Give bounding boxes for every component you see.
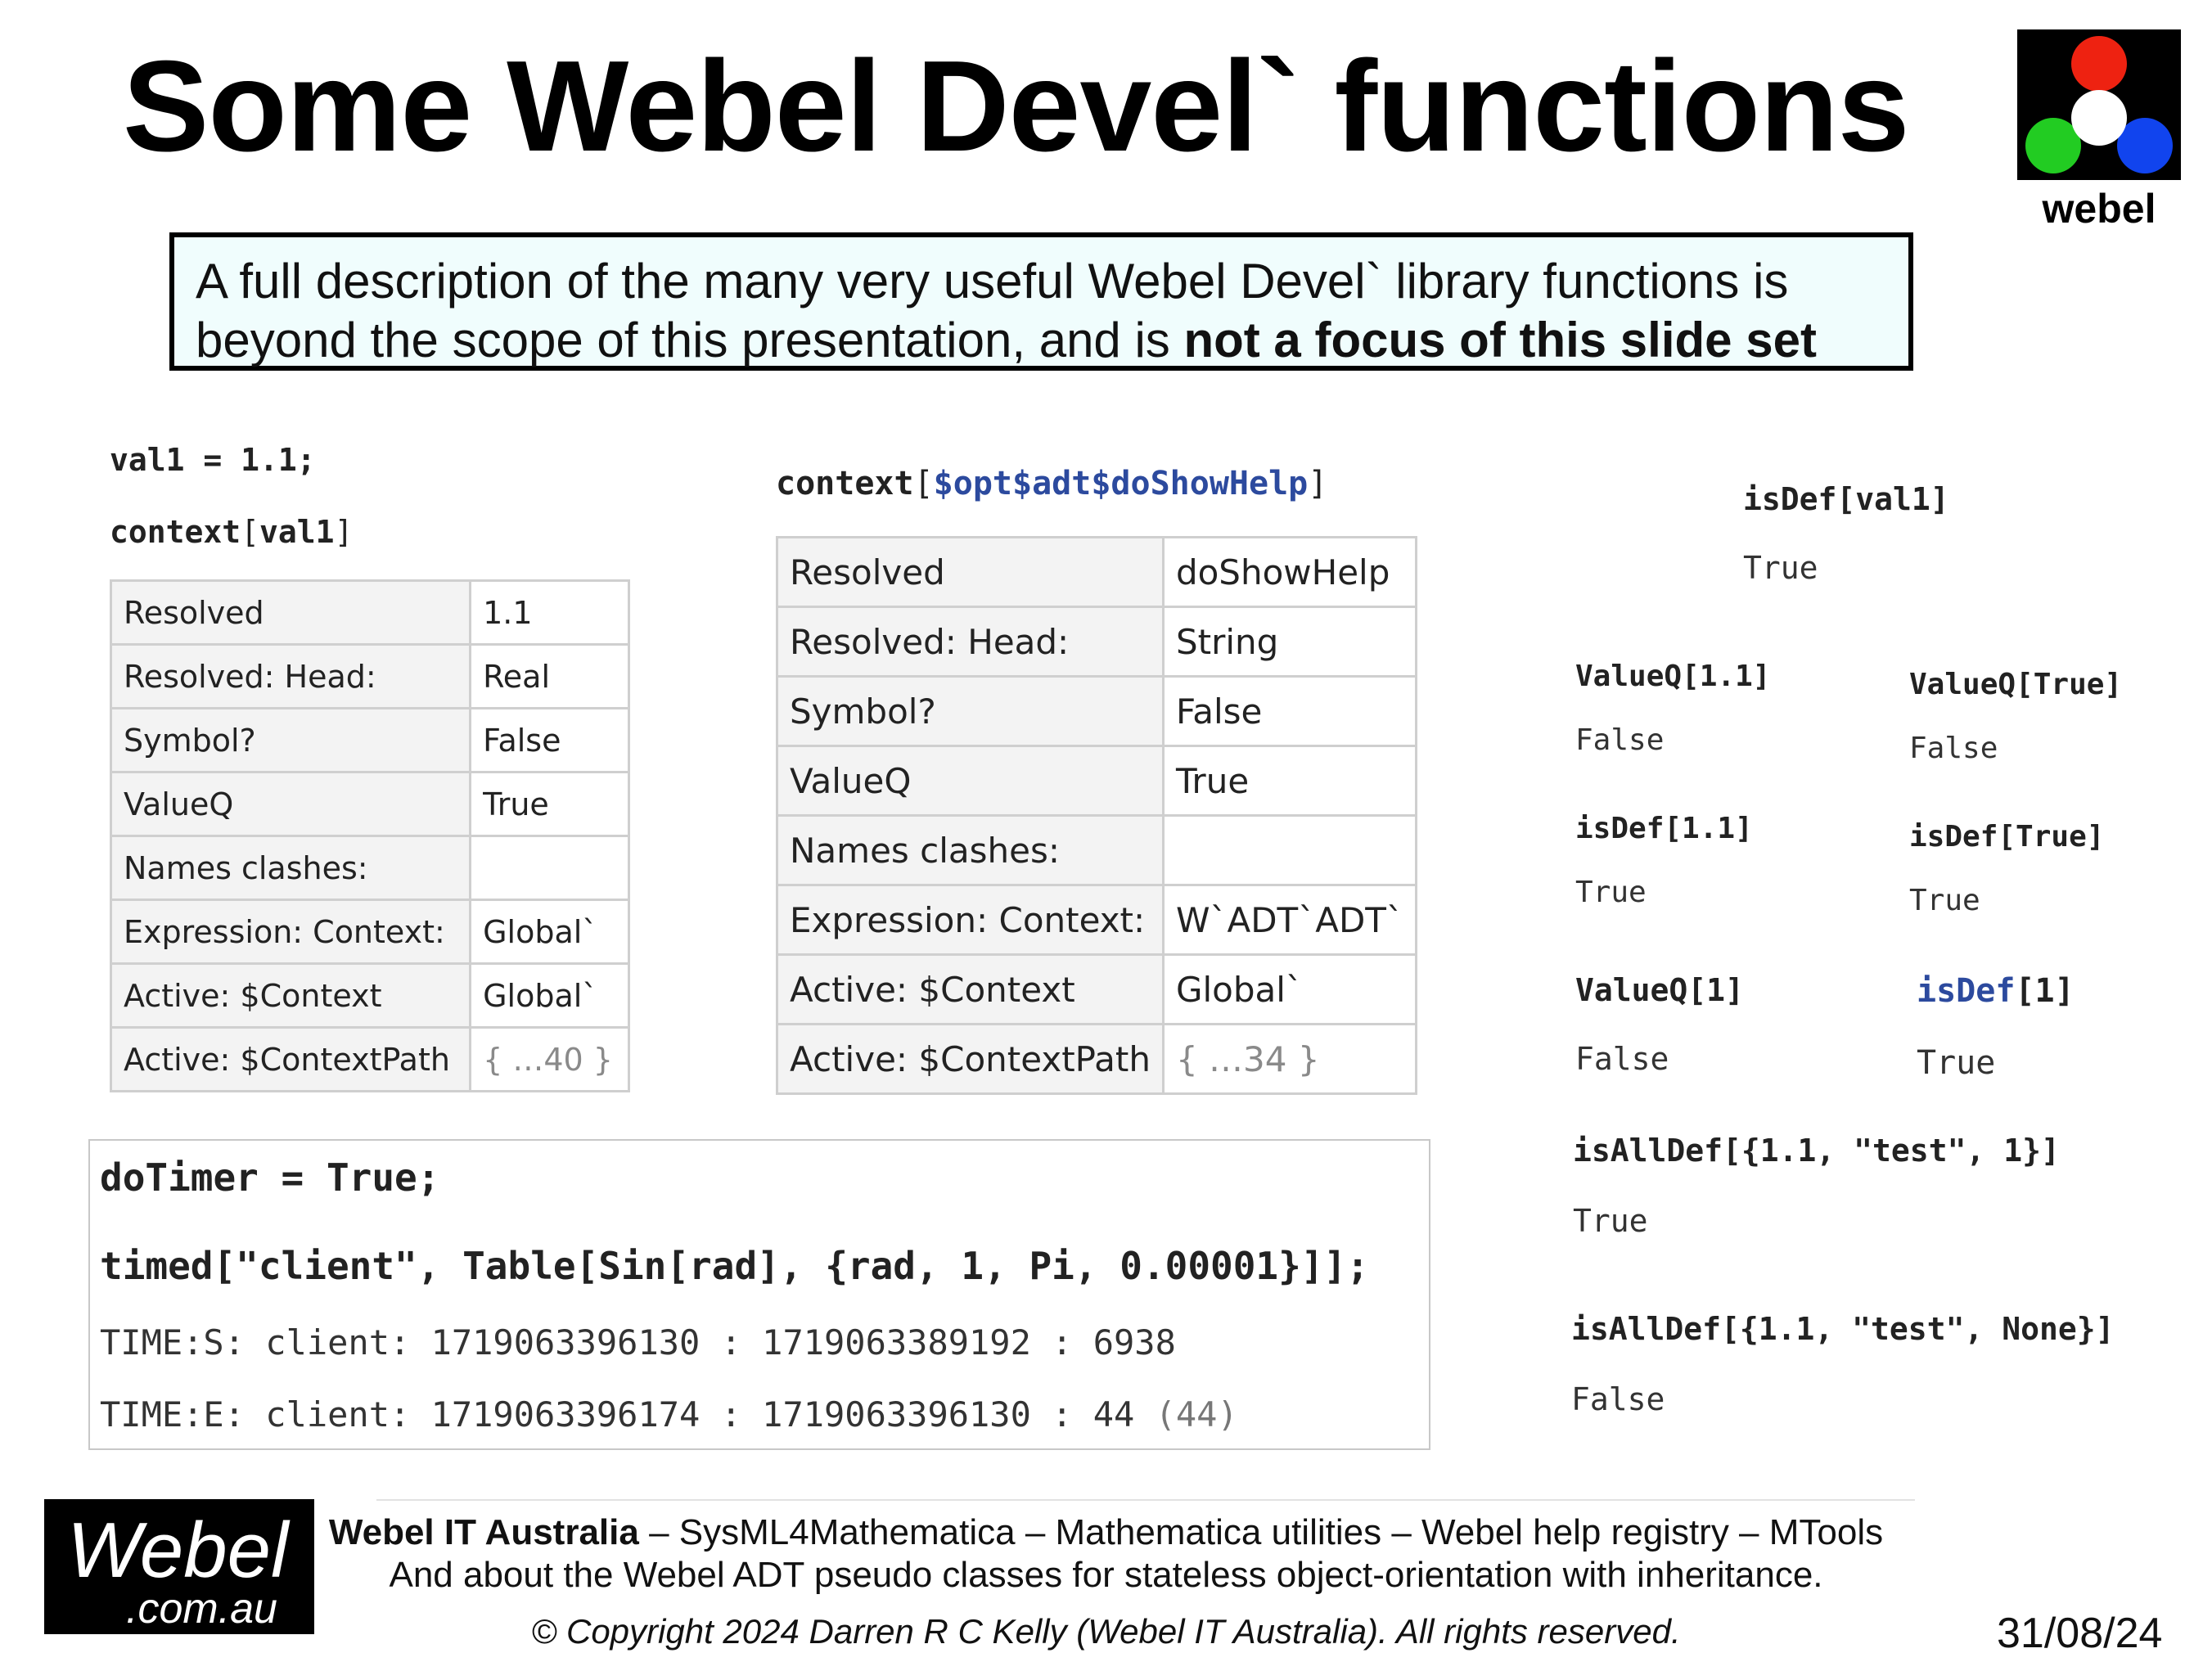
middle-table-row: Names clashes:	[776, 814, 1417, 886]
timer-line-4: TIME:E: client: 1719063396174 : 17190633…	[100, 1394, 1238, 1435]
right-example-code: isDef[1]	[1917, 972, 2075, 1010]
webel-logo	[2017, 29, 2181, 180]
webel-logo-dots	[2025, 36, 2173, 173]
middle-table-value: True	[1161, 745, 1417, 817]
right-example-code: ValueQ[True]	[1909, 668, 2123, 701]
left-table-value: Global`	[469, 899, 630, 965]
description-text: A full description of the many very usef…	[196, 254, 1789, 367]
middle-table-key: ValueQ	[776, 745, 1165, 817]
description-bold: not a focus of this slide set	[1183, 313, 1817, 367]
right-example-result: False	[1575, 1041, 1669, 1077]
middle-table-row: Active: $ContextPath{ …34 }	[776, 1023, 1417, 1095]
middle-table-row: Symbol?False	[776, 675, 1417, 747]
middle-code-context: context[$opt$adt$doShowHelp]	[776, 465, 1328, 502]
left-table-row: Resolved: Head:Real	[109, 643, 630, 709]
webel-logo-main: Webel	[67, 1507, 289, 1594]
left-table-key: Names clashes:	[109, 835, 472, 901]
right-example-code: isDef[val1]	[1743, 481, 1949, 517]
left-table-value: True	[469, 771, 630, 837]
left-table-key: Symbol?	[109, 707, 472, 773]
middle-table-key: Symbol?	[776, 675, 1165, 747]
right-example-result: False	[1575, 723, 1665, 757]
page-title: Some Webel Devel` functions	[123, 34, 1910, 178]
middle-table-key: Resolved	[776, 536, 1165, 608]
left-table-row: Expression: Context:Global`	[109, 899, 630, 965]
timer-line-2: timed["client", Table[Sin[rad], {rad, 1,…	[100, 1244, 1369, 1288]
right-example-result: True	[1917, 1044, 1996, 1082]
left-table-value: False	[469, 707, 630, 773]
footer-divider	[376, 1499, 1915, 1501]
slide-date: 31/08/24	[1997, 1610, 2163, 1657]
middle-table-value: { …34 }	[1161, 1023, 1417, 1095]
left-table-key: Active: $ContextPath	[109, 1026, 472, 1092]
middle-table-row: Expression: Context:W`ADT`ADT`	[776, 884, 1417, 956]
right-example-code: isAllDef[{1.1, "test", 1}]	[1573, 1133, 2060, 1169]
footer-line-1: Webel IT Australia – SysML4Mathematica –…	[328, 1512, 1884, 1552]
middle-table-key: Names clashes:	[776, 814, 1165, 886]
left-table-value: { …40 }	[469, 1026, 630, 1092]
left-table-key: Active: $Context	[109, 962, 472, 1029]
timer-output-box: doTimer = True; timed["client", Table[Si…	[88, 1139, 1430, 1450]
timer-line-1: doTimer = True;	[100, 1155, 440, 1200]
left-table-row: Active: $ContextPath{ …40 }	[109, 1026, 630, 1092]
middle-table-key: Active: $Context	[776, 953, 1165, 1025]
footer-line-2: And about the Webel ADT pseudo classes f…	[389, 1555, 1823, 1595]
right-example-result: True	[1575, 876, 1647, 909]
left-table-row: Symbol?False	[109, 707, 630, 773]
middle-table-value	[1161, 814, 1417, 886]
middle-table-value: doShowHelp	[1161, 536, 1417, 608]
left-table-key: Expression: Context:	[109, 899, 472, 965]
webel-logo-sub: .com.au	[126, 1585, 277, 1633]
right-example-result: True	[1743, 550, 1818, 586]
description-box: A full description of the many very usef…	[169, 232, 1913, 371]
middle-table-key: Resolved: Head:	[776, 606, 1165, 678]
right-example-code: isDef[1.1]	[1575, 812, 1753, 845]
timer-line-3: TIME:S: client: 1719063396130 : 17190633…	[100, 1322, 1176, 1362]
right-example-code: ValueQ[1]	[1575, 972, 1744, 1008]
right-example-result: False	[1571, 1381, 1665, 1417]
webel-logo-word: webel	[2042, 186, 2156, 232]
right-example-code: isDef[True]	[1909, 820, 2105, 854]
left-table-key: Resolved	[109, 579, 472, 646]
middle-table-key: Expression: Context:	[776, 884, 1165, 956]
left-table-row: Names clashes:	[109, 835, 630, 901]
middle-table-value: False	[1161, 675, 1417, 747]
left-table-key: Resolved: Head:	[109, 643, 472, 709]
webel-com-au-logo: Webel .com.au	[44, 1499, 314, 1634]
left-table-value: Global`	[469, 962, 630, 1029]
middle-table-row: Resolved: Head:String	[776, 606, 1417, 678]
right-example-result: True	[1909, 884, 1980, 917]
left-table-key: ValueQ	[109, 771, 472, 837]
left-table-value	[469, 835, 630, 901]
left-table-value: Real	[469, 643, 630, 709]
right-example-code: isAllDef[{1.1, "test", None}]	[1571, 1311, 2115, 1347]
copyright: © Copyright 2024 Darren R C Kelly (Webel…	[531, 1612, 1681, 1651]
middle-table-key: Active: $ContextPath	[776, 1023, 1165, 1095]
right-example-result: True	[1573, 1203, 1648, 1239]
left-table-value: 1.1	[469, 579, 630, 646]
left-code-assign: val1 = 1.1;	[110, 442, 316, 478]
right-example-code: ValueQ[1.1]	[1575, 660, 1771, 693]
right-example-result: False	[1909, 732, 1998, 765]
middle-table-value: String	[1161, 606, 1417, 678]
left-code-context: context[val1]	[110, 514, 354, 550]
middle-table-value: Global`	[1161, 953, 1417, 1025]
middle-table-value: W`ADT`ADT`	[1161, 884, 1417, 956]
